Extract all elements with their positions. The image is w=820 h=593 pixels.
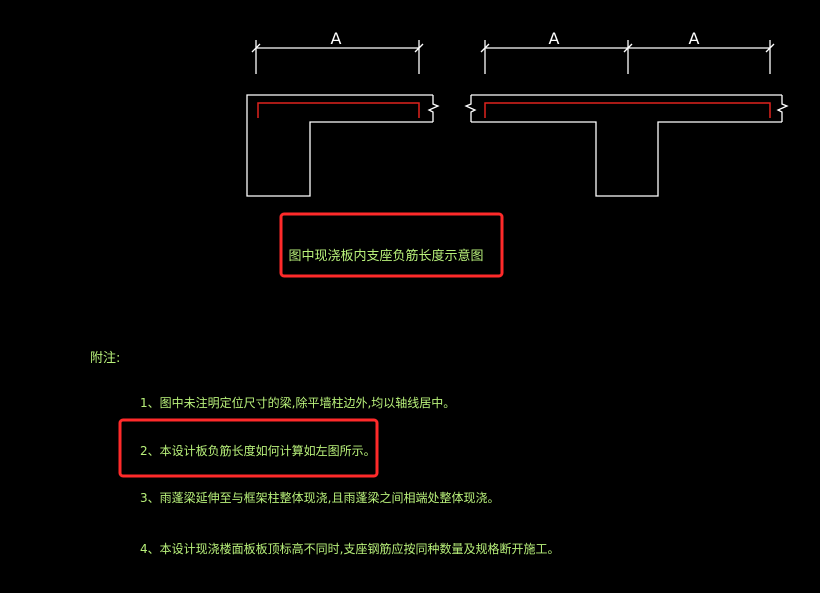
left-dimension-label: A: [331, 29, 342, 48]
note-highlight-box: [118, 418, 379, 478]
notes-heading: 附注:: [90, 351, 120, 366]
diagram-caption: 图中现浇板内支座负筋长度示意图: [288, 248, 483, 264]
note-item-1: 1、图中未注明定位尺寸的梁,除平墙柱边外,均以轴线居中。: [140, 395, 455, 410]
left-slab-section: [246, 94, 440, 197]
right-break-line-right: [776, 95, 789, 122]
note-item-4: 4、本设计现浇楼面板板顶标高不同时,支座钢筋应按同种数量及规格断开施工。: [140, 541, 559, 556]
right-slab-section: [464, 94, 789, 197]
caption-highlight-box: [279, 212, 504, 278]
right-dimension-label-2: A: [689, 29, 700, 48]
note-item-3: 3、雨蓬梁延伸至与框架柱整体现浇,且雨蓬梁之间相端处整体现浇。: [140, 490, 499, 505]
left-break-line: [427, 95, 440, 122]
right-dimension-label-1: A: [549, 29, 560, 48]
right-rebar: [484, 102, 771, 118]
right-dimension: A A: [480, 29, 775, 74]
right-break-line-left: [464, 95, 477, 122]
note-item-2: 2、本设计板负筋长度如何计算如左图所示。: [140, 443, 376, 458]
left-rebar: [257, 102, 420, 118]
left-dimension: A: [251, 29, 424, 74]
